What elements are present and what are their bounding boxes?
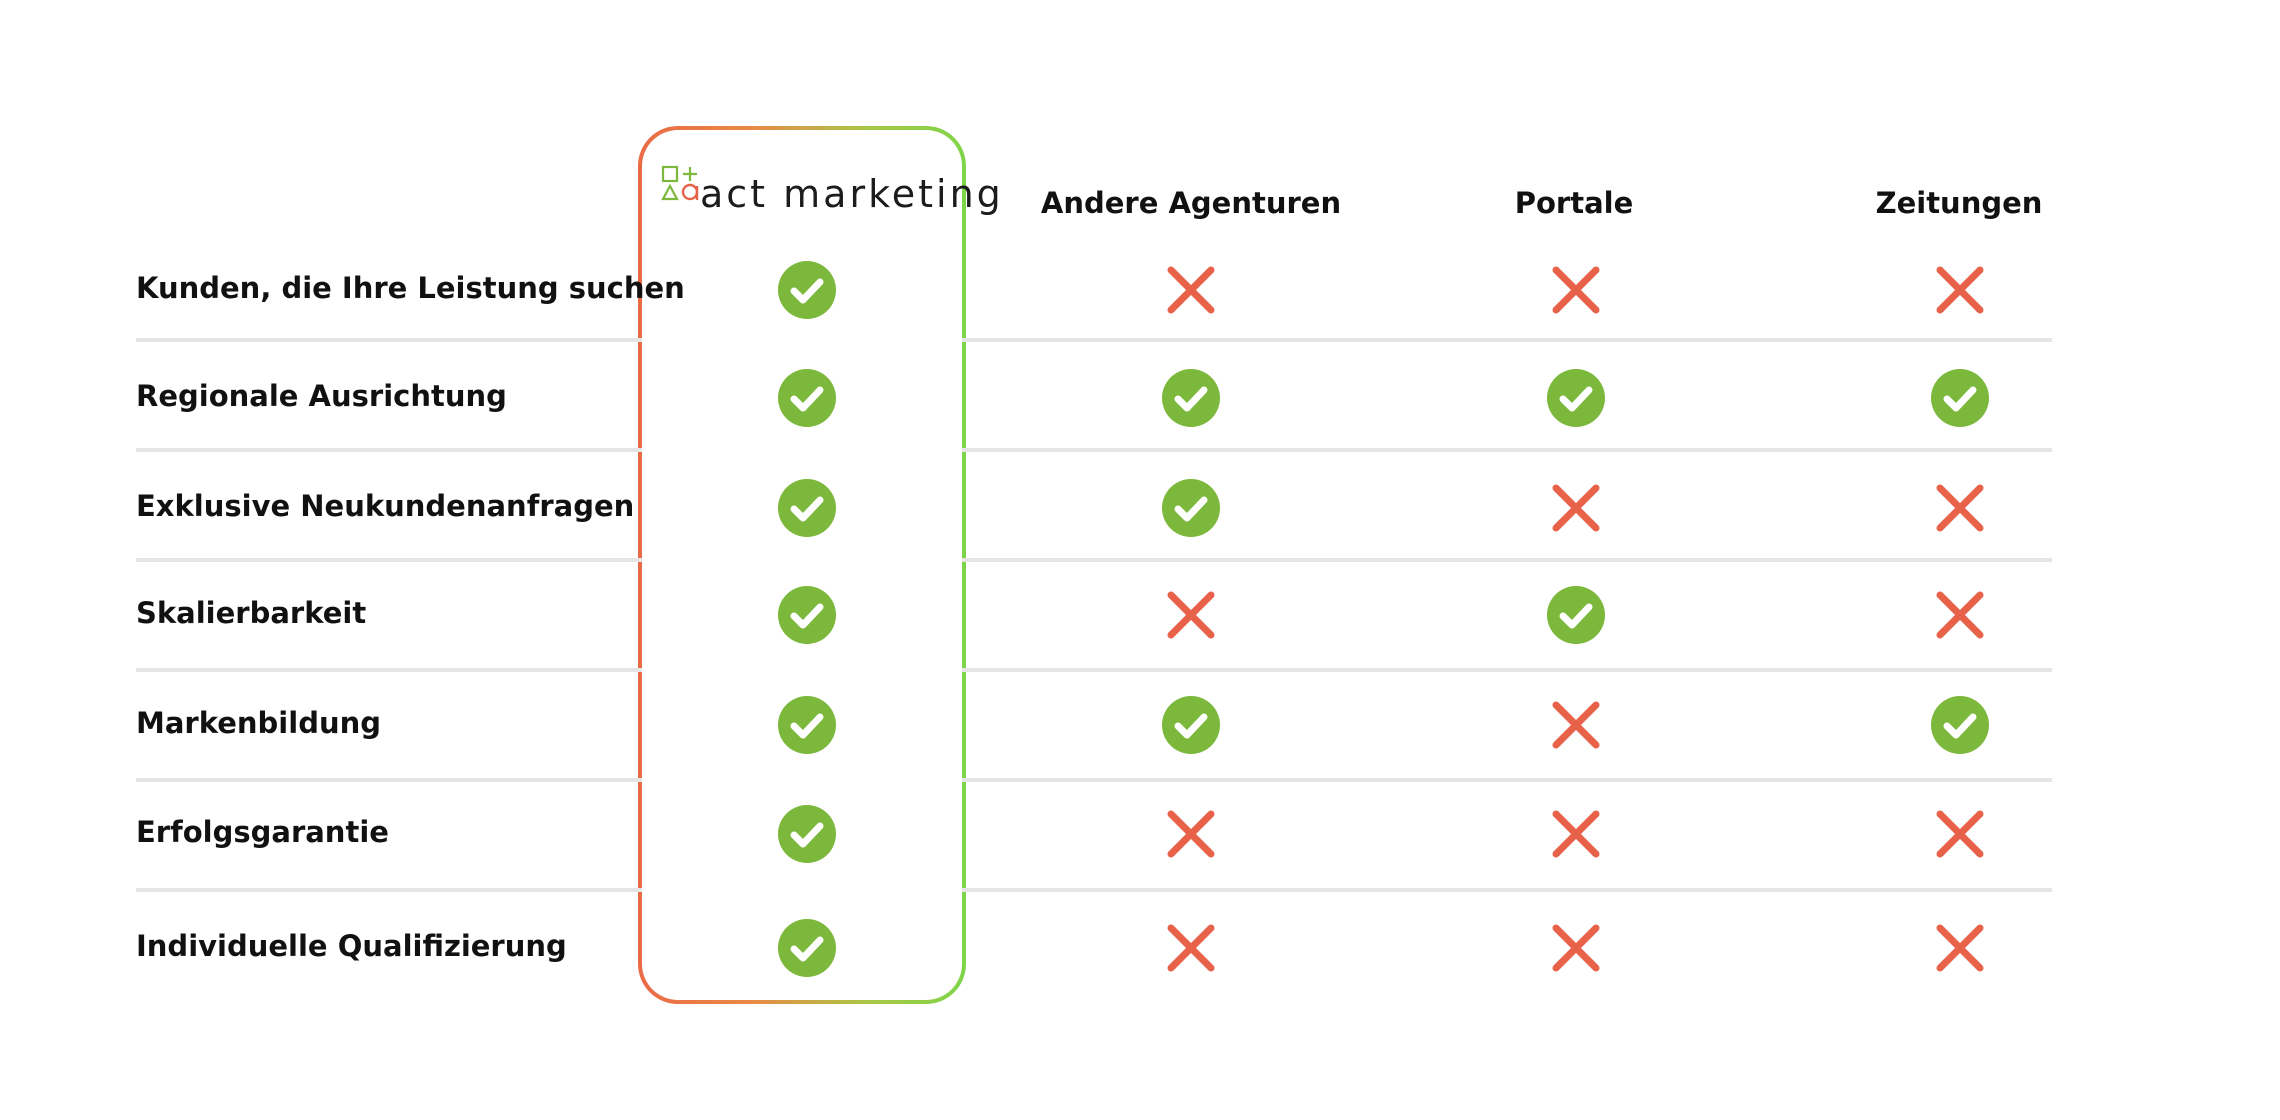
check-icon (777, 918, 837, 978)
cross-icon (1161, 804, 1221, 864)
row-label: Skalierbarkeit (136, 596, 367, 630)
cross-icon (1161, 918, 1221, 978)
row-divider-gap (642, 888, 962, 892)
row-label: Erfolgsgarantie (136, 815, 389, 849)
row-divider-gap (642, 558, 962, 562)
row-divider (136, 888, 2052, 892)
plus-icon (683, 167, 697, 181)
cross-icon (1546, 695, 1606, 755)
check-icon (777, 585, 837, 645)
row-divider (136, 778, 2052, 782)
cross-icon (1161, 260, 1221, 320)
check-icon (1546, 585, 1606, 645)
row-label: Individuelle Qualifizierung (136, 929, 567, 963)
row-divider-gap (642, 338, 962, 342)
cross-icon (1930, 804, 1990, 864)
check-icon (777, 260, 837, 320)
cross-icon (1546, 478, 1606, 538)
column-header-agenturen: Andere Agenturen (1040, 186, 1342, 220)
check-icon (1546, 368, 1606, 428)
row-divider-gap (642, 778, 962, 782)
cross-icon (1161, 585, 1221, 645)
cross-icon (1930, 260, 1990, 320)
row-divider (136, 558, 2052, 562)
check-icon (1161, 368, 1221, 428)
column-header-zeitungen: Zeitungen (1875, 186, 2043, 220)
check-icon (1930, 368, 1990, 428)
row-label: Kunden, die Ihre Leistung suchen (136, 271, 685, 305)
check-icon (777, 478, 837, 538)
square-icon (661, 165, 679, 183)
cross-icon (1546, 918, 1606, 978)
logo-wordmark: act marketing (700, 172, 1004, 216)
cross-icon (1930, 478, 1990, 538)
check-icon (777, 695, 837, 755)
check-icon (1161, 695, 1221, 755)
check-icon (1161, 478, 1221, 538)
cross-icon (1930, 585, 1990, 645)
cross-icon (1546, 260, 1606, 320)
cross-icon (1930, 918, 1990, 978)
check-icon (1930, 695, 1990, 755)
triangle-icon (661, 183, 679, 201)
cross-icon (1546, 804, 1606, 864)
check-icon (777, 368, 837, 428)
row-divider (136, 338, 2052, 342)
act-marketing-column-highlight (638, 126, 966, 1004)
row-label: Regionale Ausrichtung (136, 379, 507, 413)
row-label: Markenbildung (136, 706, 381, 740)
row-divider-gap (642, 448, 962, 452)
act-marketing-logo (661, 165, 699, 201)
row-divider-gap (642, 668, 962, 672)
row-divider (136, 668, 2052, 672)
check-icon (777, 804, 837, 864)
row-divider (136, 448, 2052, 452)
column-header-portale: Portale (1514, 186, 1634, 220)
circle-a-icon (681, 183, 699, 201)
row-label: Exklusive Neukundenanfragen (136, 489, 635, 523)
